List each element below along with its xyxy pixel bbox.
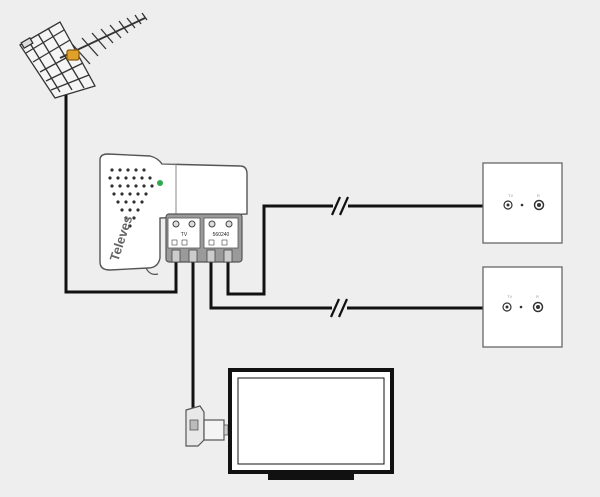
television-icon <box>228 368 394 480</box>
ventilation-grille <box>108 168 154 228</box>
cable-output-2 <box>209 262 332 310</box>
svg-text:TV: TV <box>508 193 513 198</box>
power-supply-icon <box>185 405 229 447</box>
cable-output-1 <box>226 204 333 296</box>
cables <box>64 100 490 410</box>
amplifier: Televes TV 560240 <box>99 153 248 275</box>
svg-text:R: R <box>536 294 539 299</box>
cable-break-icon <box>330 196 350 216</box>
port-out-label: 560240 <box>213 232 230 238</box>
cable-break-icon <box>329 298 349 318</box>
tv-antenna-icon <box>19 12 148 100</box>
svg-text:R: R <box>537 193 540 198</box>
svg-text:TV: TV <box>507 294 512 299</box>
wall-socket-icon: TV R <box>482 162 563 244</box>
wall-socket-icon: TV R <box>482 266 563 348</box>
port-tv-label: TV <box>181 232 188 238</box>
amplifier-body <box>99 153 248 271</box>
output-module: TV 560240 <box>165 213 243 263</box>
power-led <box>157 180 163 186</box>
antenna-cable <box>64 100 178 294</box>
